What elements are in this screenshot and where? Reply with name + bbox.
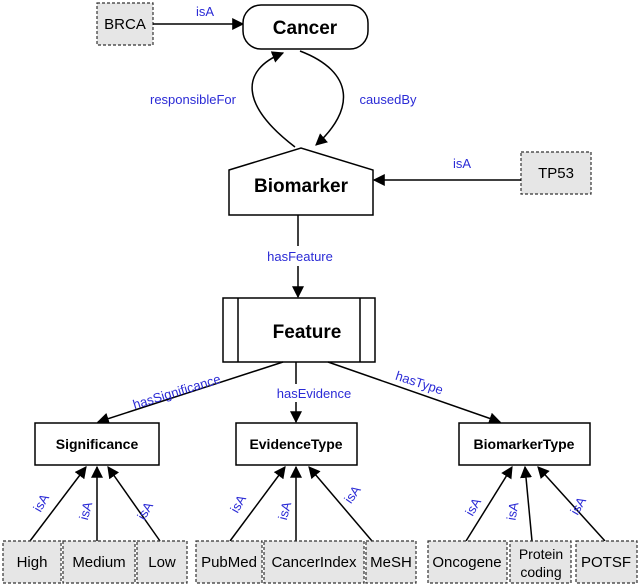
- pubmed-node: PubMed: [195, 540, 263, 584]
- pubmed-isa-label: isA: [227, 492, 249, 515]
- cancer-label: Cancer: [273, 18, 338, 39]
- cancerindex-node: CancerIndex: [263, 540, 365, 584]
- has-feature-label-bg: [258, 246, 340, 266]
- biomarker-type-node: BiomarkerType: [458, 422, 591, 466]
- medium-isa-label: isA: [76, 500, 95, 522]
- low-isa-edge: [107, 466, 161, 542]
- cancer-node: Cancer: [242, 4, 369, 50]
- oncogene-label: Oncogene: [432, 554, 501, 571]
- oncogene-isa-edge: [465, 465, 513, 542]
- mesh-isa-label: isA: [341, 482, 364, 506]
- medium-label: Medium: [72, 554, 125, 571]
- low-isa-label: isA: [134, 499, 156, 522]
- low-node: Low: [136, 540, 188, 584]
- pubmed-label: PubMed: [201, 554, 257, 571]
- protein-coding-label-line2: coding: [520, 564, 561, 580]
- evidence-type-node: EvidenceType: [235, 422, 358, 466]
- oncogene-isa-label: isA: [462, 495, 484, 518]
- high-isa-label: isA: [30, 491, 52, 514]
- responsible-for-edge-label: responsibleFor: [150, 92, 237, 107]
- potsf-isa-label: isA: [567, 494, 589, 517]
- low-label: Low: [148, 554, 176, 571]
- protein-coding-label-line1: Protein: [519, 546, 563, 562]
- protein-isa-edge: [520, 465, 533, 542]
- potsf-label: POTSF: [581, 554, 631, 571]
- biomarker-type-label: BiomarkerType: [474, 436, 575, 452]
- tp53-node: TP53: [520, 151, 592, 195]
- pubmed-isa-edge: [229, 466, 286, 542]
- protein-coding-node: Protein coding: [509, 540, 572, 584]
- feature-label: Feature: [273, 322, 342, 343]
- oncogene-node: Oncogene: [427, 540, 508, 584]
- has-evidence-edge-label: hasEvidence: [277, 386, 351, 401]
- cancerindex-isa-label: isA: [275, 500, 294, 522]
- caused-by-edge-label: causedBy: [359, 92, 417, 107]
- mesh-label: MeSH: [370, 554, 412, 571]
- brca-cancer-edge-label: isA: [196, 4, 214, 19]
- high-node: High: [2, 540, 62, 584]
- cancerindex-label: CancerIndex: [271, 554, 357, 571]
- biomarker-label: Biomarker: [254, 176, 349, 197]
- responsible-for-edge: [251, 51, 296, 148]
- has-significance-edge: [96, 361, 284, 425]
- brca-node: BRCA: [96, 2, 154, 46]
- mesh-node: MeSH: [365, 540, 417, 584]
- tp53-label: TP53: [538, 165, 574, 182]
- significance-node: Significance: [34, 422, 160, 466]
- has-type-edge: [327, 361, 502, 425]
- potsf-node: POTSF: [575, 540, 638, 584]
- has-type-edge-label: hasType: [394, 368, 445, 397]
- tp53-biomarker-edge-label: isA: [453, 156, 471, 171]
- evidence-type-label: EvidenceType: [249, 436, 342, 452]
- has-significance-edge-label: hasSignificance: [131, 371, 222, 412]
- has-evidence-label-bg: [268, 384, 360, 402]
- brca-label: BRCA: [104, 16, 146, 33]
- medium-node: Medium: [62, 540, 136, 584]
- has-feature-edge-label: hasFeature: [267, 249, 333, 264]
- mesh-isa-edge: [308, 466, 373, 542]
- potsf-isa-edge: [537, 466, 606, 542]
- caused-by-edge: [299, 50, 345, 146]
- high-isa-edge: [29, 466, 87, 542]
- biomarker-node: Biomarker: [228, 147, 374, 216]
- protein-isa-label: isA: [504, 501, 522, 522]
- high-label: High: [17, 554, 48, 571]
- feature-node: Feature: [222, 297, 376, 363]
- significance-label: Significance: [56, 436, 139, 452]
